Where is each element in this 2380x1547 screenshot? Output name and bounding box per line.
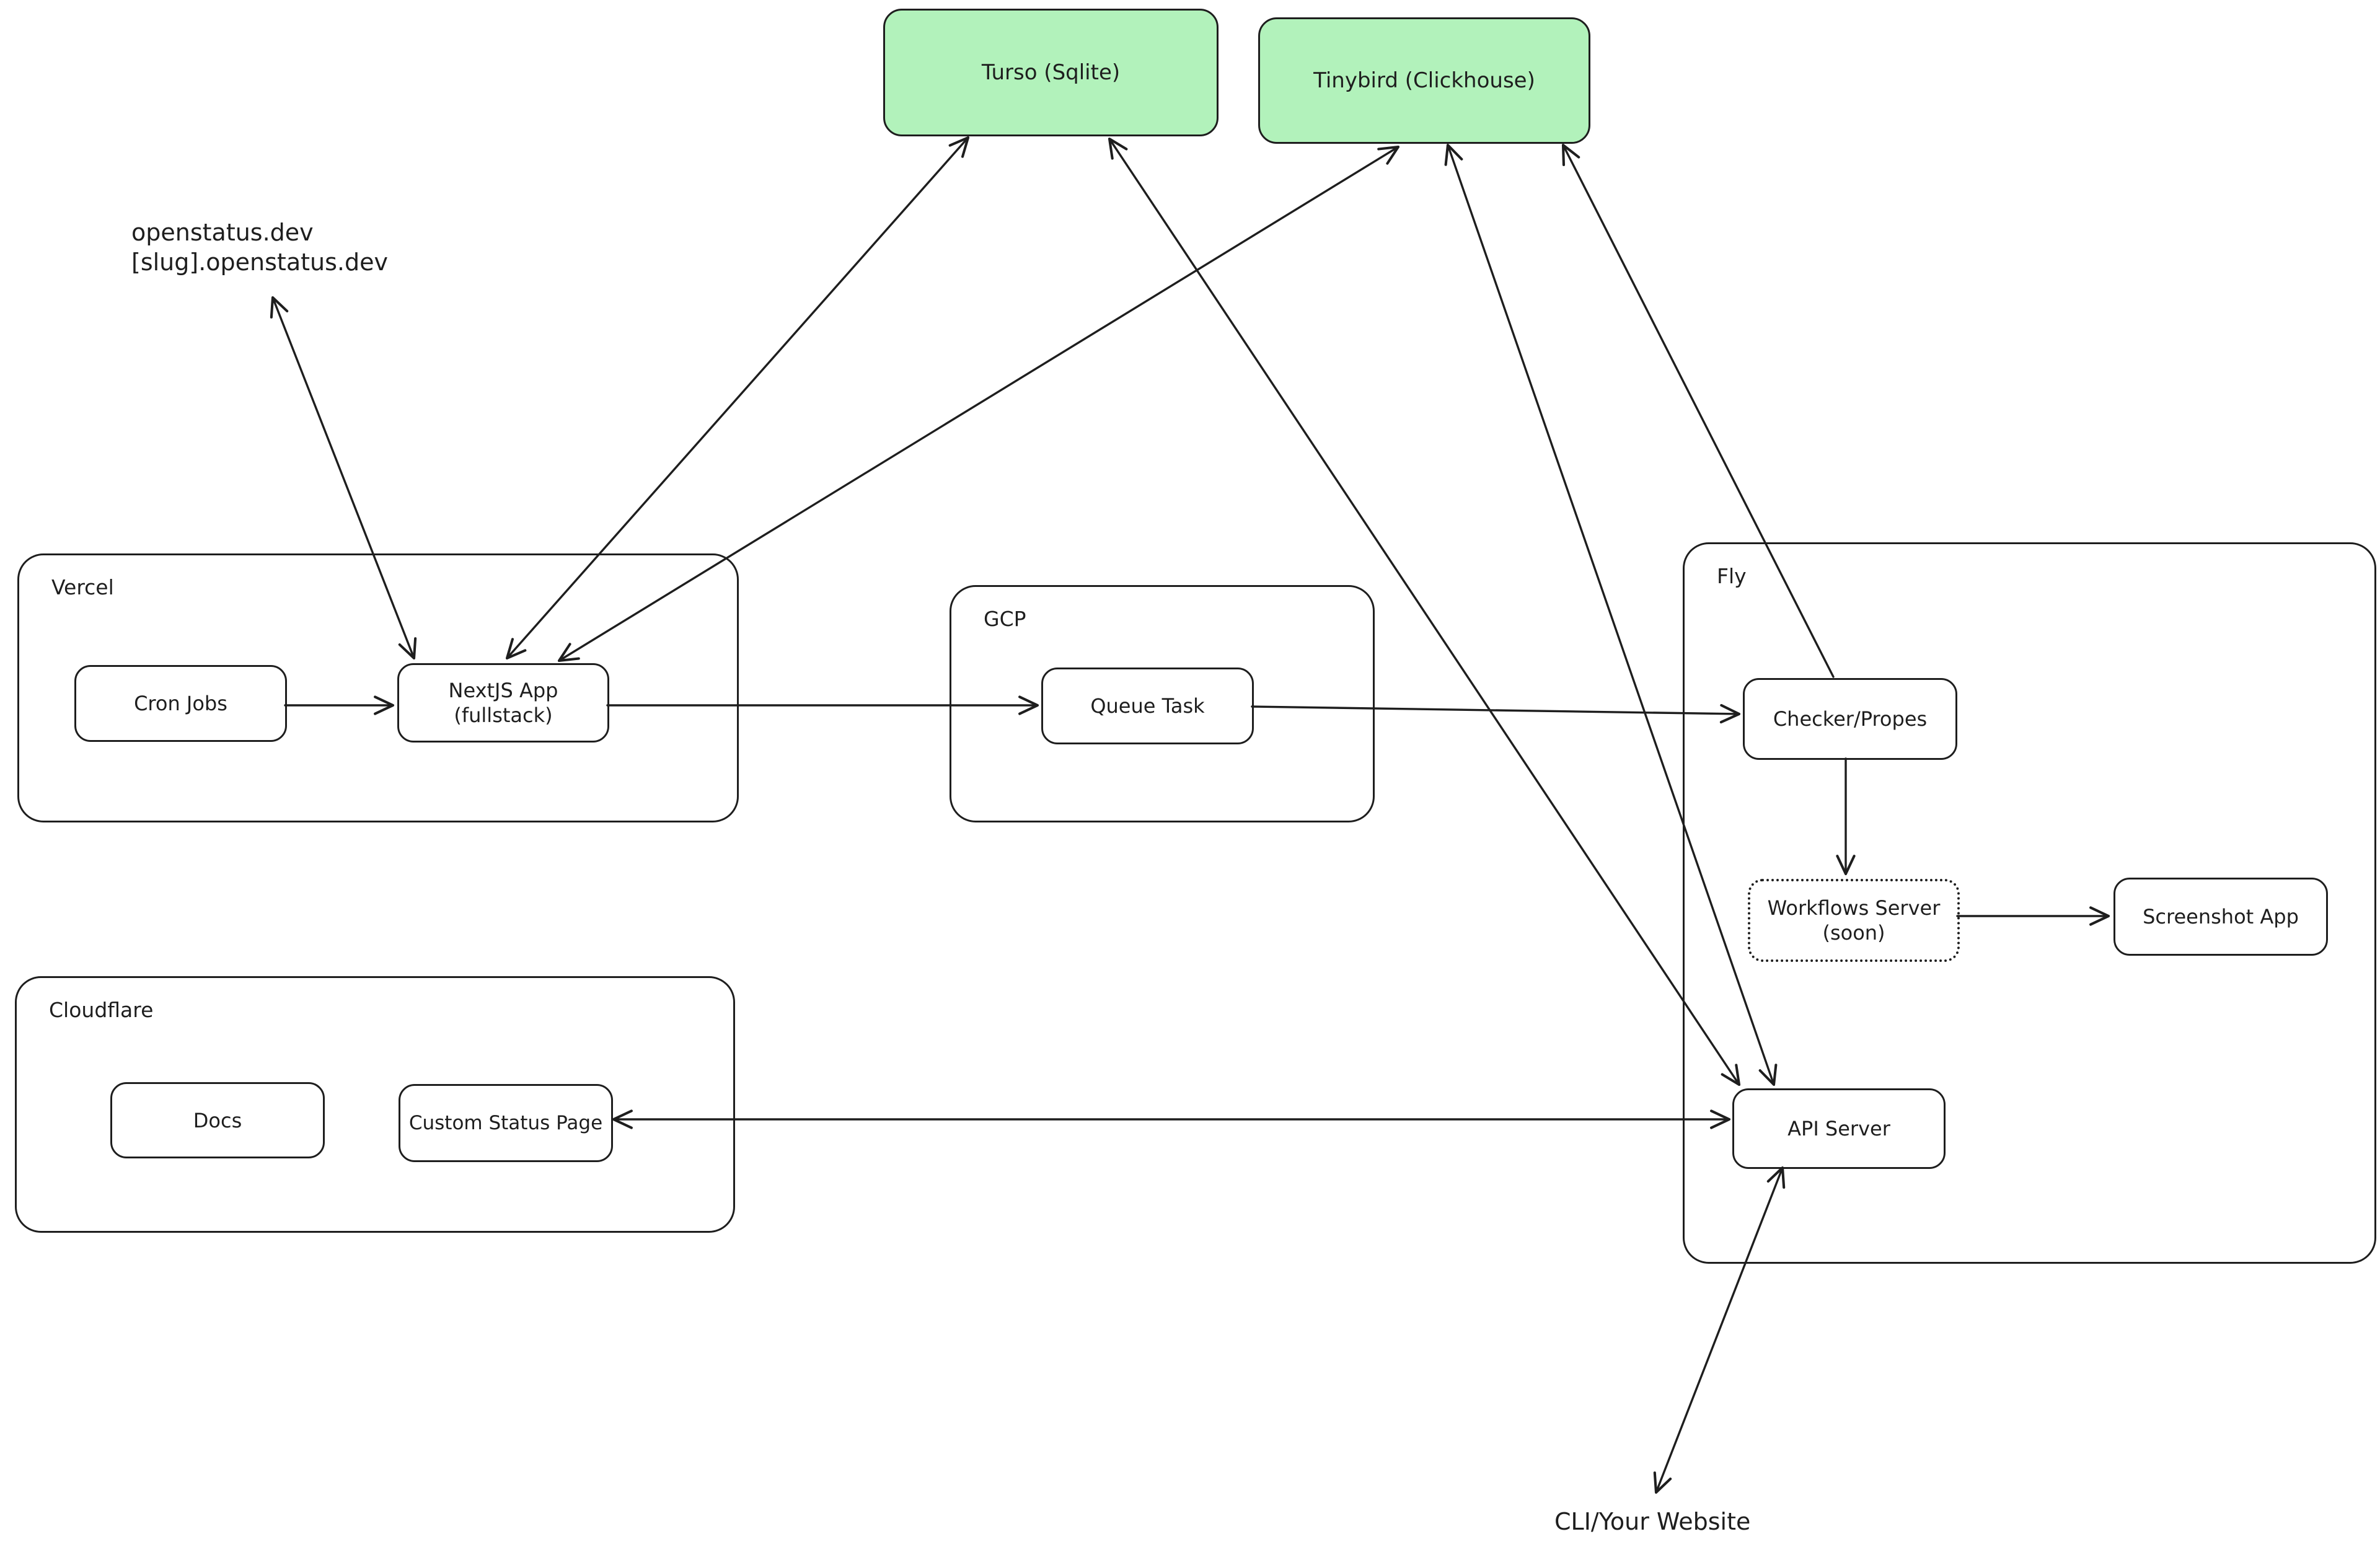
node-nextjs-app-label-line2: (fullstack) xyxy=(454,703,553,727)
container-gcp-label: GCP xyxy=(984,607,1026,631)
node-turso-label: Turso (Sqlite) xyxy=(981,60,1121,85)
container-fly-label: Fly xyxy=(1717,564,1747,588)
node-workflows-server-label-line2: (soon) xyxy=(1822,921,1885,945)
node-nextjs-app-label-line1: NextJS App xyxy=(448,679,558,702)
node-api-server: API Server xyxy=(1732,1088,1946,1169)
node-turso: Turso (Sqlite) xyxy=(883,9,1219,136)
container-cloudflare: Cloudflare xyxy=(15,976,735,1233)
text-domain-line2: [slug].openstatus.dev xyxy=(131,248,388,276)
node-queue-task: Queue Task xyxy=(1041,668,1254,744)
text-cli-your-website: CLI/Your Website xyxy=(1554,1508,1751,1535)
node-custom-status-page: Custom Status Page xyxy=(399,1084,613,1162)
text-openstatus-domains: openstatus.dev [slug].openstatus.dev xyxy=(131,218,388,277)
node-queue-task-label: Queue Task xyxy=(1090,694,1205,718)
node-cron-jobs-label: Cron Jobs xyxy=(134,692,227,715)
node-screenshot-app: Screenshot App xyxy=(2113,878,2328,956)
node-screenshot-app-label: Screenshot App xyxy=(2143,905,2299,928)
node-tinybird-label: Tinybird (Clickhouse) xyxy=(1313,68,1535,93)
node-workflows-server-label-line1: Workflows Server xyxy=(1767,896,1941,920)
text-domain-line1: openstatus.dev xyxy=(131,219,314,246)
node-workflows-server: Workflows Server (soon) xyxy=(1748,879,1960,962)
node-nextjs-app: NextJS App (fullstack) xyxy=(397,663,609,743)
node-tinybird: Tinybird (Clickhouse) xyxy=(1258,17,1590,144)
container-cloudflare-label: Cloudflare xyxy=(49,998,154,1022)
node-custom-status-page-label: Custom Status Page xyxy=(408,1111,603,1134)
node-docs-label: Docs xyxy=(193,1108,242,1132)
node-docs: Docs xyxy=(110,1082,325,1158)
node-checker-propes: Checker/Propes xyxy=(1743,678,1957,760)
container-vercel-label: Vercel xyxy=(51,575,114,599)
node-api-server-label: API Server xyxy=(1787,1117,1890,1140)
node-checker-propes-label: Checker/Propes xyxy=(1773,707,1928,731)
node-cron-jobs: Cron Jobs xyxy=(74,665,287,742)
